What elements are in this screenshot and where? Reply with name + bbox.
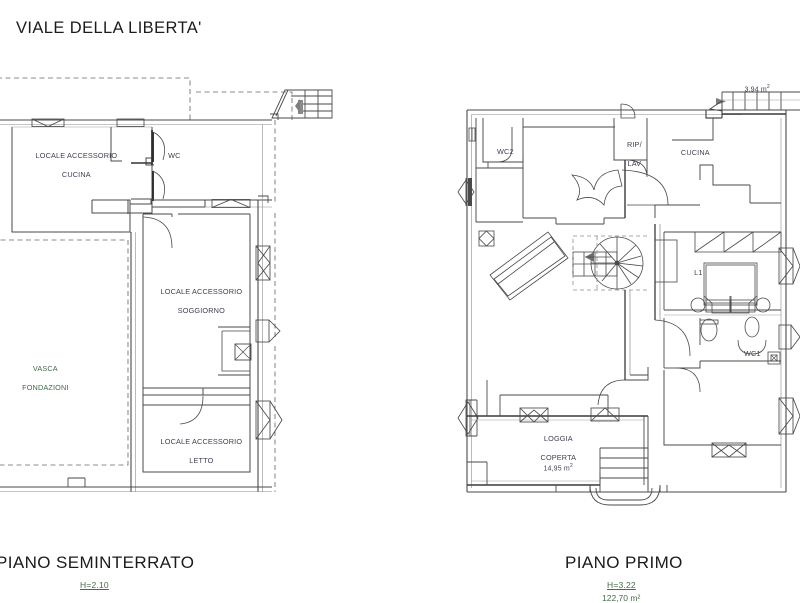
room-label-line1: LOCALE ACCESSORIO xyxy=(160,287,243,297)
area-superscript: 2 xyxy=(569,463,573,470)
room-label-line1: RIP/ xyxy=(626,140,642,150)
room-label-line1: WC2 xyxy=(497,147,514,157)
room-label-locale-accessorio-soggiorno: LOCALE ACCESSORIO SOGGIORNO xyxy=(137,278,257,325)
floor-title-seminterrato: PIANO SEMINTERRATO xyxy=(0,553,195,572)
room-label-line2: LAV xyxy=(627,159,642,169)
room-label-line2: FONDAZIONI xyxy=(22,383,69,393)
room-label-line1: WC xyxy=(168,151,181,161)
room-label-line2: COPERTA xyxy=(540,453,577,463)
room-label-line1: CUCINA xyxy=(680,148,710,158)
area-value: 14,95 m xyxy=(543,465,570,473)
room-label-locale-accessorio-letto: LOCALE ACCESSORIO LETTO xyxy=(137,428,257,475)
room-label-line1: LOGGIA xyxy=(543,434,573,444)
room-label-loggia-coperta: LOGGIA COPERTA xyxy=(514,425,594,472)
area-superscript: 2 xyxy=(766,84,770,91)
room-label-line2: CUCINA xyxy=(61,170,91,180)
area-label-stair-landing: 3,94 m2 xyxy=(717,74,789,105)
room-label-cucina: CUCINA xyxy=(663,139,719,167)
plan-seminterrato-geometry xyxy=(0,77,333,492)
room-label-rip-lav: RIP/ LAV xyxy=(612,131,648,178)
room-label-line2: LETTO xyxy=(189,456,214,466)
height-note-primo: H=3.22 xyxy=(607,580,636,590)
room-label-vasca-fondazioni: VASCA FONDAZIONI xyxy=(0,355,91,402)
area-label-loggia: 14,95 m2 xyxy=(518,453,590,484)
room-label-line1: LOCALE ACCESSORIO xyxy=(160,437,243,447)
room-label-wc2: WC2 xyxy=(481,138,521,166)
street-title: VIALE DELLA LIBERTA' xyxy=(16,19,202,37)
room-label-line1: VASCA xyxy=(32,364,58,374)
room-label-l1: L1 xyxy=(680,259,708,287)
room-label-line1: L1 xyxy=(694,268,703,278)
area-value: 3,94 m xyxy=(744,86,767,94)
room-label-locale-accessorio-cucina: LOCALE ACCESSORIO CUCINA xyxy=(12,142,132,189)
plan-primo-geometry xyxy=(457,91,800,506)
room-label-line1: WC1 xyxy=(744,349,761,359)
height-note-seminterrato: H=2.10 xyxy=(80,580,109,590)
room-label-line1: LOCALE ACCESSORIO xyxy=(35,151,118,161)
room-label-wc1: WC1 xyxy=(729,340,767,368)
floor-title-primo: PIANO PRIMO xyxy=(565,553,683,572)
area-note-primo: 122,70 m² xyxy=(602,593,641,603)
room-label-line2: SOGGIORNO xyxy=(177,306,225,316)
room-label-wc: WC xyxy=(148,142,192,170)
